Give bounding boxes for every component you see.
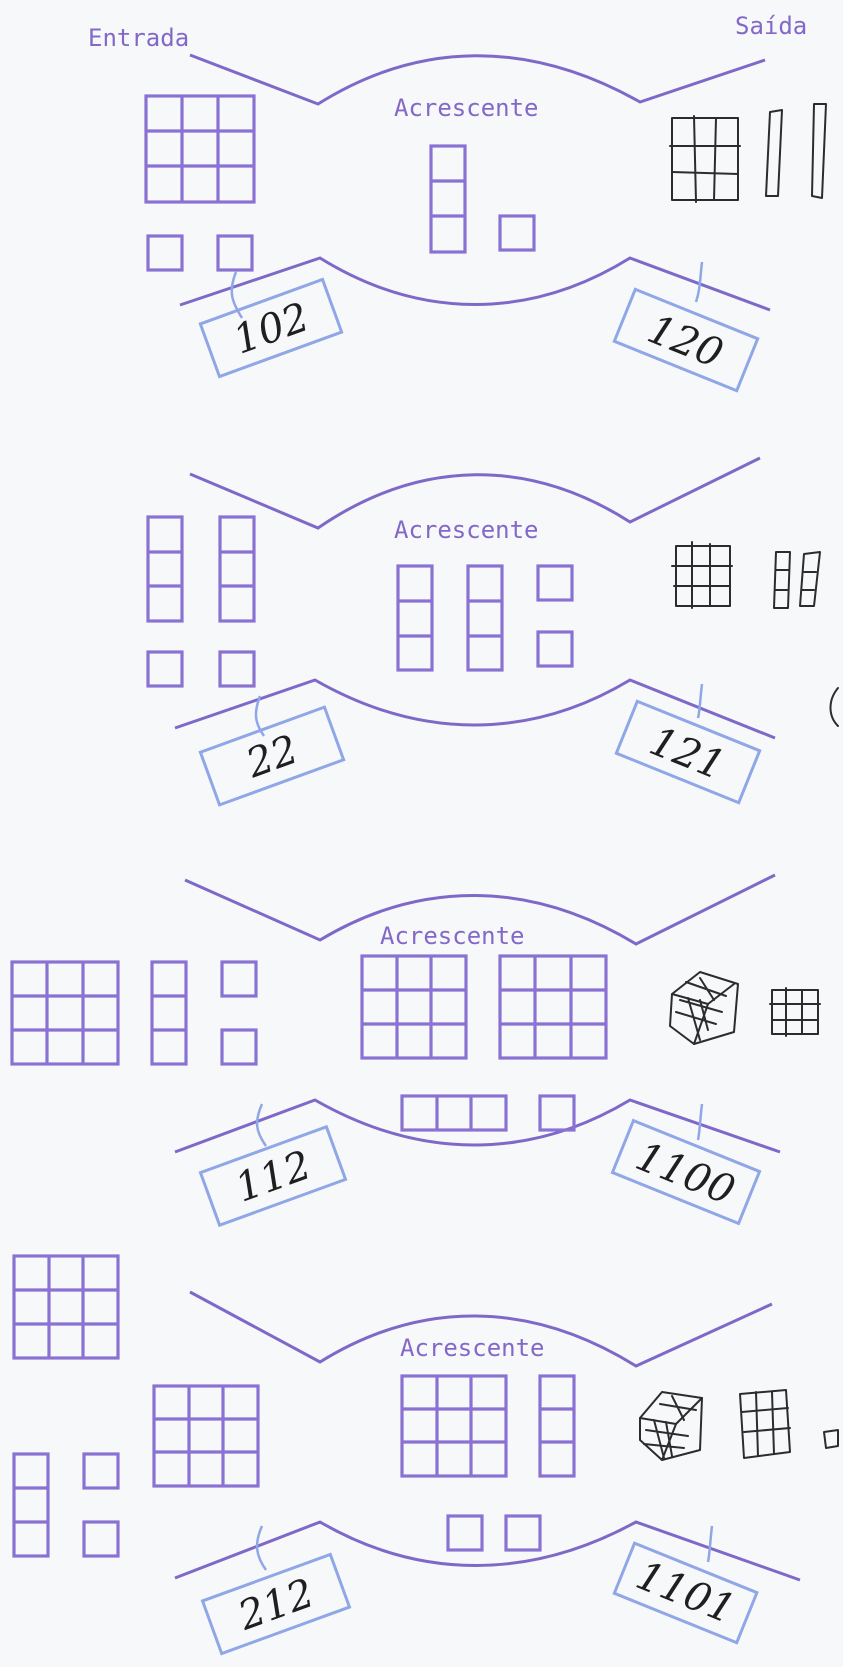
rod-block: [398, 566, 432, 670]
entrada-blocks: [146, 96, 254, 270]
unit-block: [220, 652, 254, 686]
rod-block: [468, 566, 502, 670]
machine-label: Acrescente: [394, 516, 539, 544]
exercise-1: Acrescente: [146, 55, 826, 391]
machine-label: Acrescente: [380, 922, 525, 950]
saida-heading: Saída: [735, 12, 807, 40]
unit-block: [222, 962, 256, 996]
unit-block: [540, 1096, 574, 1130]
unit-block: [84, 1454, 118, 1488]
unit-block: [148, 652, 182, 686]
rod-block: [402, 1096, 506, 1130]
saida-card: 121: [616, 701, 759, 802]
saida-sketch: [670, 972, 820, 1044]
saida-value: 121: [643, 718, 731, 789]
saida-sketch: [640, 1390, 838, 1460]
machine-label: Acrescente: [394, 94, 539, 122]
unit-block: [538, 566, 572, 600]
entrada-value: 112: [230, 1142, 317, 1211]
unit-block: [500, 216, 534, 250]
unit-block: [148, 236, 182, 270]
flat-block: [14, 1256, 118, 1358]
entrada-heading: Entrada: [88, 24, 189, 52]
rod-block: [14, 1454, 48, 1556]
flat-block: [362, 956, 466, 1058]
machine-bottom-outline: [180, 258, 770, 310]
entrada-card: 112: [200, 1127, 345, 1225]
unit-block: [222, 1030, 256, 1064]
machine-blocks: [398, 566, 572, 670]
machine-blocks: [402, 1376, 574, 1550]
unit-block: [218, 236, 252, 270]
rod-block: [220, 517, 254, 621]
entrada-value: 212: [232, 1570, 320, 1640]
rod-block: [152, 962, 186, 1064]
saida-sketch: [670, 104, 826, 202]
saida-value: 120: [641, 306, 729, 377]
saida-sketch: [672, 542, 838, 726]
rod-block: [540, 1376, 574, 1476]
unit-block: [84, 1522, 118, 1556]
exercise-3: Acrescente: [12, 875, 820, 1225]
entrada-card: 22: [200, 707, 343, 805]
flat-block: [500, 956, 606, 1058]
machine-label: Acrescente: [400, 1334, 545, 1362]
flat-block: [146, 96, 254, 202]
flat-block: [12, 962, 118, 1064]
flat-block: [402, 1376, 506, 1476]
unit-block: [538, 632, 572, 666]
entrada-card: 212: [203, 1554, 350, 1653]
entrada-blocks: [14, 1256, 258, 1556]
unit-block: [448, 1516, 482, 1550]
rod-block: [431, 146, 465, 252]
unit-block: [506, 1516, 540, 1550]
entrada-value: 102: [228, 294, 315, 363]
exercise-2: Acrescente: [148, 458, 838, 805]
exercise-4: Acrescente: [14, 1256, 838, 1654]
machine-blocks: [431, 146, 534, 252]
saida-card: 120: [614, 289, 757, 390]
entrada-card: 102: [200, 279, 341, 376]
entrada-blocks: [12, 962, 256, 1064]
entrada-blocks: [148, 517, 254, 686]
rod-block: [148, 517, 182, 621]
flat-block: [154, 1386, 258, 1486]
machine-blocks: [362, 956, 606, 1130]
